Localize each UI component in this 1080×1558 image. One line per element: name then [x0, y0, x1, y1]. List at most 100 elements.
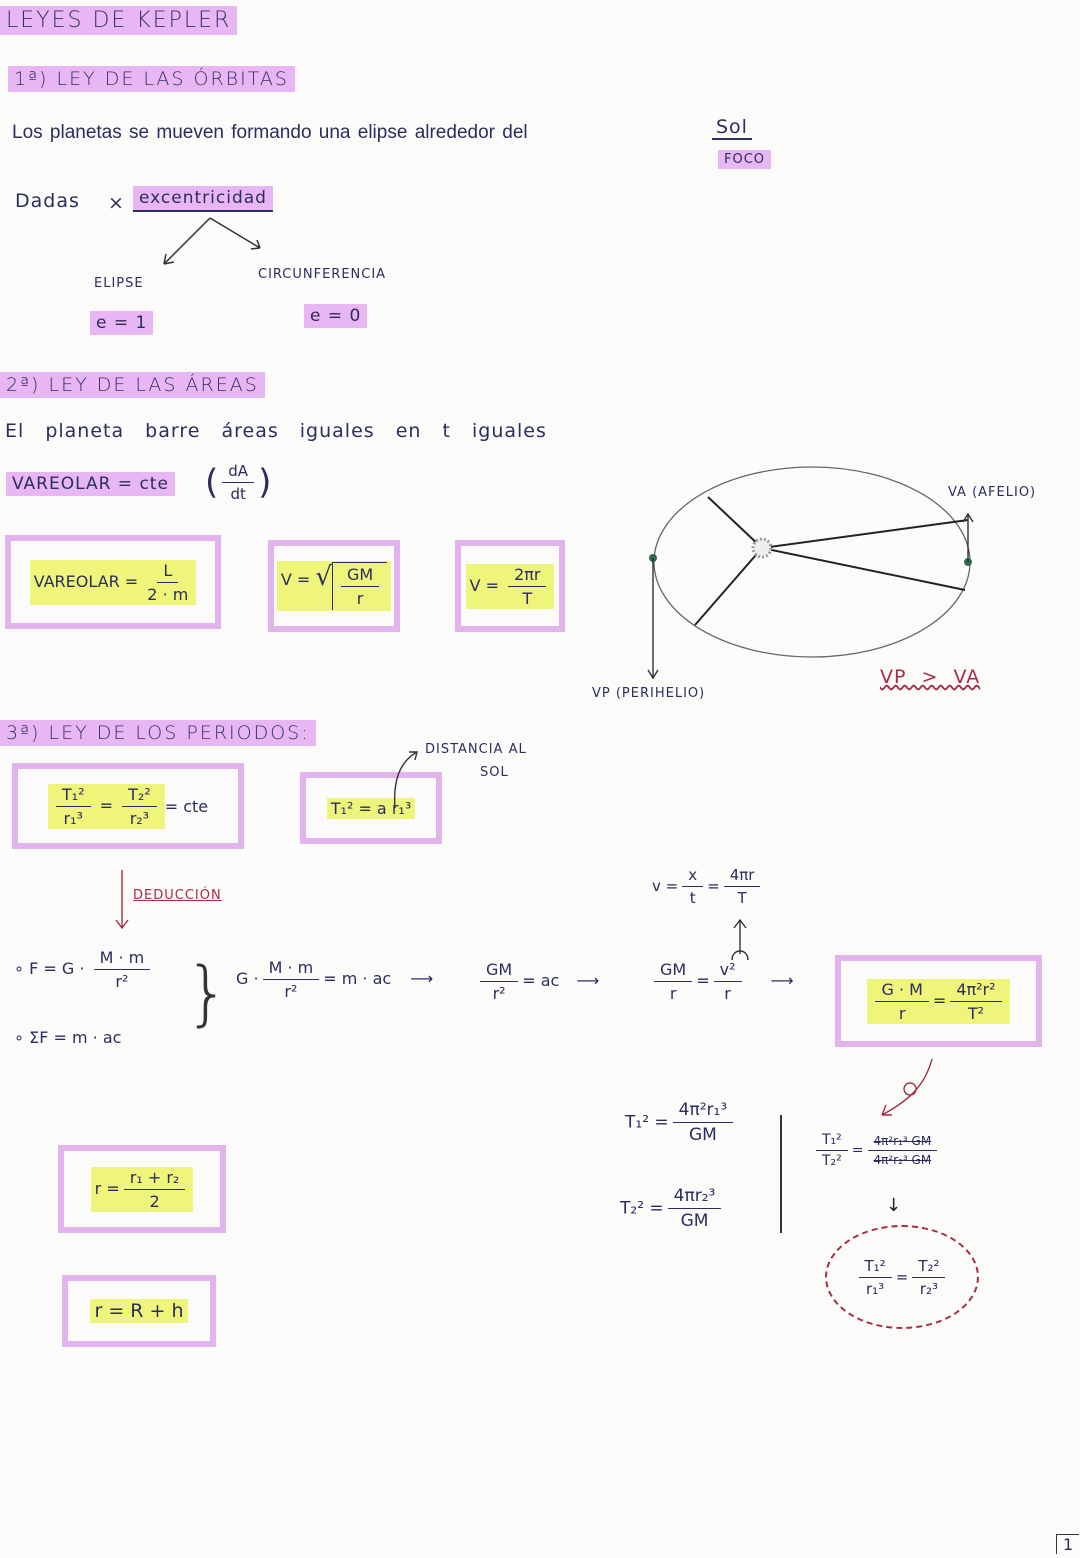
- arrow-right-icon: ⟶: [410, 969, 434, 988]
- final-num2: T₂²: [912, 1257, 946, 1278]
- formula3-lhs: V =: [469, 575, 499, 595]
- eccentricity-label: excentricidad: [133, 186, 273, 212]
- step2-rhs: = ac: [522, 971, 560, 990]
- dadt-den: dt: [230, 485, 246, 503]
- t2-num: 4πr₂³: [667, 1186, 722, 1209]
- arrow-right-icon: ⟶: [770, 971, 794, 990]
- step2-den: r²: [492, 984, 506, 1003]
- velocity-den: t: [689, 889, 696, 907]
- box1-num2: T₂²: [122, 785, 157, 807]
- deduction-arrow-icon: [115, 870, 129, 930]
- velocity-num: x: [682, 866, 704, 887]
- ratio-num: T₁²: [816, 1132, 848, 1151]
- box1-eq: =: [99, 795, 113, 815]
- law1-heading: 1ª) LEY DE LAS ÓRBITAS: [8, 66, 295, 92]
- result-num2: 4π²r²: [950, 980, 1002, 1002]
- area-sector-lines: [694, 496, 969, 626]
- sun-label: Sol: [712, 116, 752, 140]
- arrow-right-icon: ⟶: [576, 971, 600, 990]
- box1-den2: r₂³: [129, 808, 150, 828]
- perihelion-label: VP (PERIHELIO): [592, 686, 706, 701]
- formula3-num: 2πr: [508, 565, 547, 587]
- aphelion-label: VA (AFELIO): [948, 485, 1037, 500]
- formula1-num: L: [157, 561, 179, 583]
- t2-den: GM: [680, 1211, 709, 1231]
- step3-eq: =: [696, 971, 710, 990]
- deduction-label: DEDUCCIÓN: [133, 888, 222, 903]
- page-title: LEYES DE KEPLER: [0, 6, 238, 35]
- circle-eccentricity: e = 0: [304, 304, 368, 328]
- velocity-den2: T: [737, 889, 747, 907]
- newton-second-law: ∘ ΣF = m · ac: [14, 1028, 122, 1047]
- aphelion-velocity-arrow: [962, 512, 974, 562]
- step1-num: M · m: [262, 958, 320, 980]
- mean-radius-lhs: r =: [94, 1178, 120, 1198]
- result-eq: =: [932, 990, 947, 1010]
- given-label: Dadas: [15, 190, 80, 212]
- circle-label: CIRCUNFERENCIA: [258, 267, 387, 282]
- box1-num1: T₁²: [55, 785, 91, 807]
- step2-num: GM: [480, 960, 519, 982]
- result-num: G · M: [875, 980, 929, 1002]
- step3-num2: v²: [713, 960, 742, 982]
- curved-arrow-icon: [881, 1058, 933, 1116]
- law3-heading: 3ª) LEY DE LOS PERIODOS:: [0, 720, 316, 746]
- box1-tail: = cte: [164, 796, 209, 816]
- mean-radius-den: 2: [149, 1191, 160, 1211]
- velocity-num2: 4πr: [723, 866, 761, 887]
- law2-text: El planeta barre áreas iguales en t igua…: [5, 420, 547, 442]
- velocity-comparison: VP > VA: [880, 666, 981, 688]
- ellipse-eccentricity: e = 1: [90, 311, 154, 335]
- step1-den: r²: [284, 982, 298, 1001]
- system-bracket: [780, 1115, 782, 1233]
- result-den: r: [898, 1003, 906, 1023]
- formula2-lhs: V =: [280, 570, 311, 589]
- ellipse-label: ELIPSE: [94, 276, 144, 291]
- sun-icon: [751, 537, 773, 559]
- force-lhs: F = G ·: [29, 959, 85, 978]
- formula2-den: r: [356, 589, 364, 608]
- result-den2: T²: [967, 1003, 985, 1023]
- law1-text: Los planetas se mueven formando una elip…: [12, 122, 528, 143]
- substitute-arrow-icon: [731, 918, 749, 961]
- step3-num: GM: [654, 960, 693, 982]
- annotation-line2: SOL: [480, 765, 509, 780]
- final-eq: =: [895, 1268, 909, 1286]
- formula1-lhs: VAREOLAR =: [33, 571, 139, 591]
- annotation-line1: DISTANCIA AL: [425, 742, 527, 757]
- arrow-down-icon: ↓: [886, 1195, 902, 1216]
- box2-formula: T₁² = a r₁³: [326, 797, 416, 819]
- step1-lhs: G ·: [236, 969, 259, 988]
- focus-label: FOCO: [718, 150, 772, 169]
- dadt-num: dA: [222, 462, 255, 483]
- orbit-diagram: [647, 466, 974, 680]
- force-num: M · m: [93, 948, 151, 970]
- final-den1: r₁³: [866, 1279, 885, 1298]
- annotation-arrow-icon: [393, 751, 418, 809]
- velocity-eq: =: [707, 877, 720, 895]
- velocity-lhs: v =: [652, 877, 679, 895]
- times-symbol: ×: [108, 192, 125, 214]
- final-den2: r₂³: [919, 1279, 938, 1298]
- step3-den: r: [669, 984, 677, 1003]
- t2-lhs: T₂² =: [620, 1198, 664, 1219]
- orbit-ellipse: [653, 466, 971, 658]
- formula3-den: T: [522, 588, 533, 608]
- box1-den1: r₁³: [63, 808, 83, 828]
- law2-heading: 2ª) LEY DE LAS ÁREAS: [0, 372, 265, 398]
- ratio-den2: 4π²r₂³ GM: [873, 1153, 932, 1167]
- t1-num: 4π²r₁³: [672, 1100, 734, 1123]
- mean-radius-num: r₁ + r₂: [123, 1168, 186, 1190]
